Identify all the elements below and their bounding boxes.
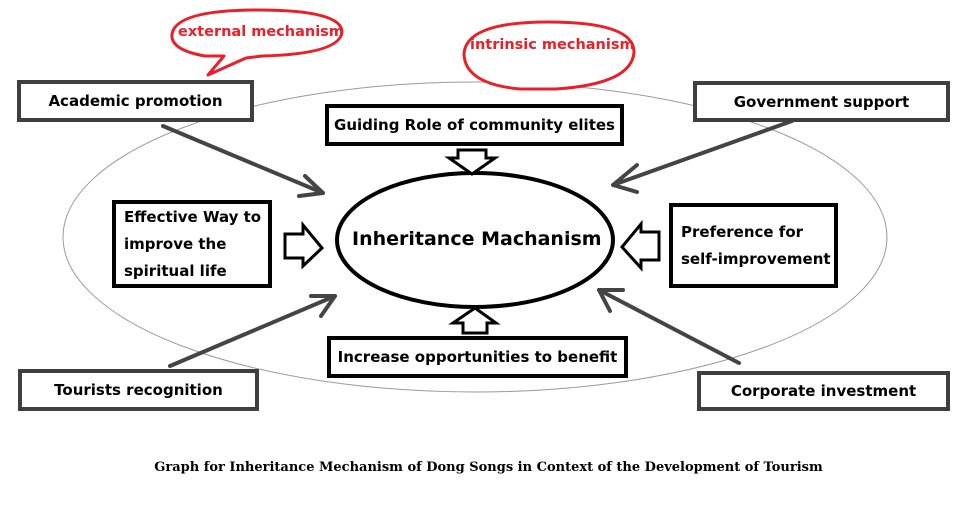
tourists-recognition-box: Tourists recognition	[18, 369, 259, 411]
block-arrow-right	[283, 220, 325, 270]
community-elites-label: Guiding Role of community elites	[334, 116, 615, 134]
figure-caption: Graph for Inheritance Mechanism of Dong …	[154, 460, 823, 475]
arrow-academic	[161, 124, 325, 198]
external-mechanism-label: external mechanism	[178, 24, 344, 40]
intrinsic-mechanism-bubble	[462, 20, 636, 91]
center-label: Inheritance Machanism	[352, 228, 602, 250]
government-support-box: Government support	[693, 81, 950, 122]
self-improvement-line-2: self-improvement	[681, 249, 831, 268]
self-improvement-line-1: Preference for	[681, 222, 804, 241]
self-improvement-box: Preference for self-improvement	[669, 203, 838, 288]
arrow-corporate	[597, 288, 741, 365]
block-arrow-left	[620, 219, 661, 272]
intrinsic-mechanism-label: intrinsic mechanism	[470, 37, 635, 53]
block-arrow-up	[448, 306, 501, 335]
spiritual-life-line-2: improve the	[124, 234, 227, 253]
spiritual-life-line-3: spiritual life	[124, 261, 227, 280]
block-arrow-down	[444, 148, 500, 176]
external-mechanism-bubble	[170, 8, 344, 77]
academic-promotion-label: Academic promotion	[48, 92, 223, 110]
spiritual-life-line-1: Effective Way to	[124, 207, 262, 226]
increase-benefit-label: Increase opportunities to benefit	[337, 348, 618, 366]
corporate-investment-label: Corporate investment	[730, 382, 917, 400]
spiritual-life-box: Effective Way to improve the spiritual l…	[112, 200, 272, 288]
tourists-recognition-label: Tourists recognition	[54, 381, 223, 399]
arrow-tourists	[168, 294, 337, 368]
increase-benefit-box: Increase opportunities to benefit	[327, 336, 628, 378]
outer-ellipse	[62, 81, 888, 393]
community-elites-box: Guiding Role of community elites	[325, 104, 624, 146]
academic-promotion-box: Academic promotion	[17, 80, 254, 122]
government-support-label: Government support	[733, 92, 910, 111]
arrow-government	[611, 119, 794, 194]
corporate-investment-box: Corporate investment	[697, 371, 950, 411]
